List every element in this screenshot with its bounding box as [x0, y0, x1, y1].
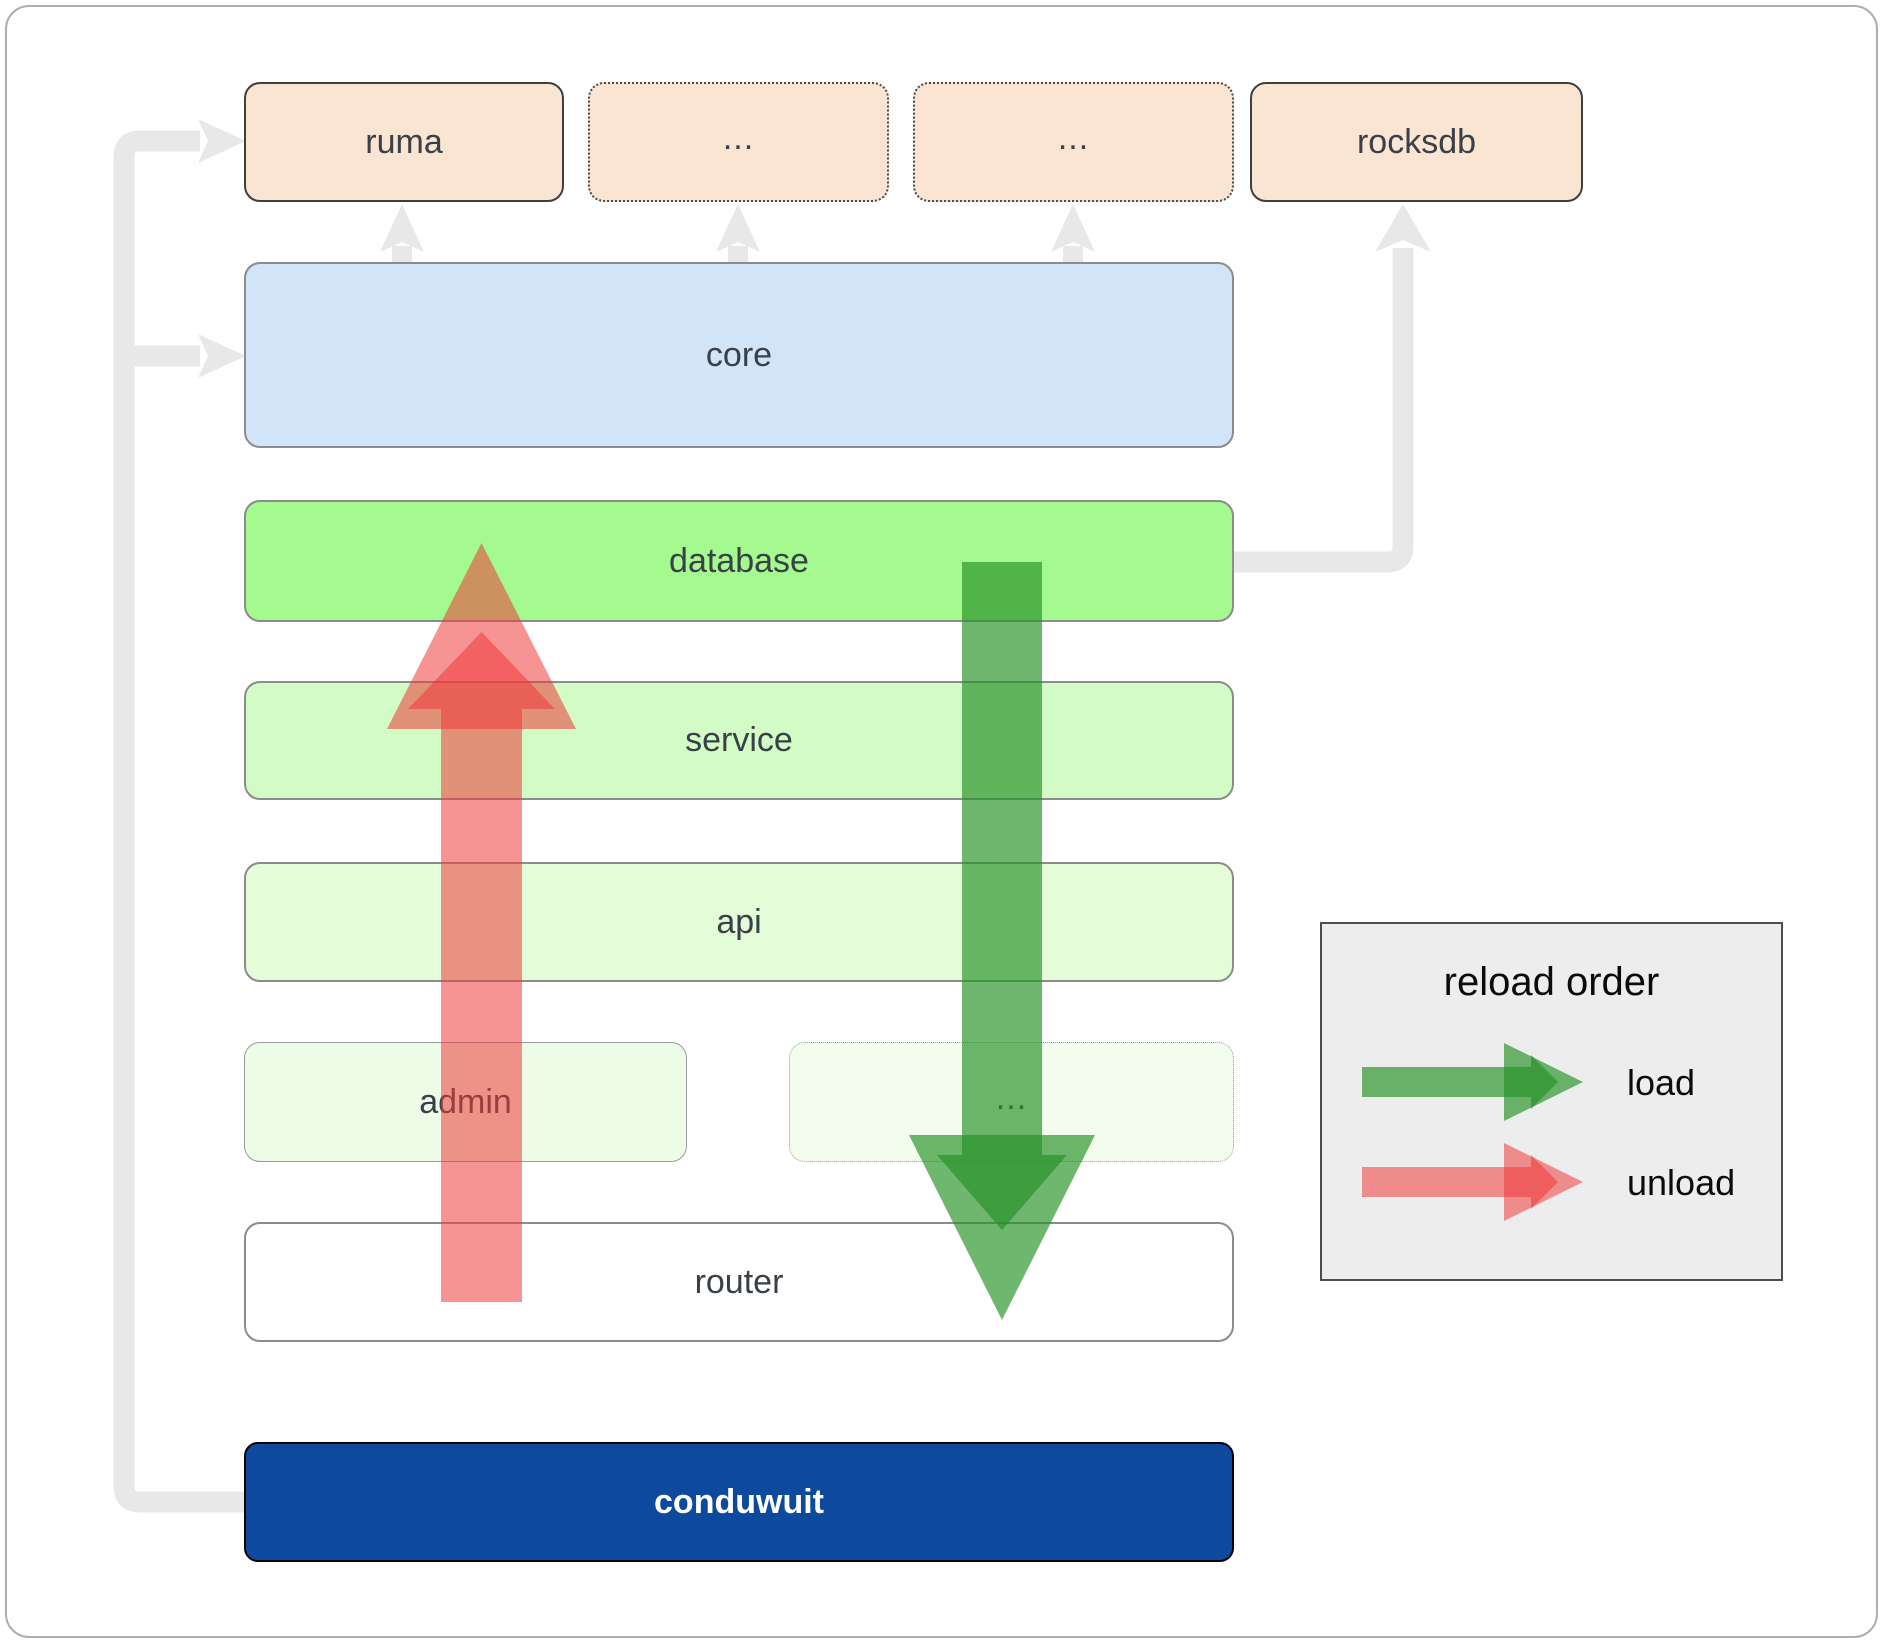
- node-core: core: [244, 262, 1234, 448]
- node-conduwuit-label: conduwuit: [654, 1482, 824, 1521]
- node-crate-ellipsis-2-label: ...: [1057, 118, 1090, 157]
- node-router: router: [244, 1222, 1234, 1342]
- node-crate-ellipsis-1: ...: [588, 82, 889, 202]
- node-crate-ellipsis-1-label: ...: [722, 118, 755, 157]
- node-service: service: [244, 681, 1234, 800]
- outer-frame: [5, 5, 1878, 1638]
- node-service-ellipsis: ...: [789, 1042, 1234, 1162]
- node-conduwuit: conduwuit: [244, 1442, 1234, 1562]
- node-router-label: router: [694, 1262, 784, 1301]
- node-api: api: [244, 862, 1234, 982]
- node-crate-ellipsis-2: ...: [913, 82, 1234, 202]
- node-database: database: [244, 500, 1234, 622]
- node-database-label: database: [669, 541, 809, 580]
- node-api-label: api: [716, 902, 762, 941]
- legend-unload-label: unload: [1627, 1162, 1736, 1203]
- node-service-label: service: [685, 721, 793, 759]
- legend-load-label: load: [1627, 1062, 1696, 1103]
- node-ruma-label: ruma: [365, 122, 443, 161]
- node-ruma: ruma: [244, 82, 564, 202]
- legend-title: reload order: [1443, 960, 1660, 1004]
- legend-box: reload order load unload: [1320, 922, 1783, 1281]
- node-service-ellipsis-label: ...: [995, 1078, 1028, 1117]
- node-rocksdb: rocksdb: [1250, 82, 1583, 202]
- node-rocksdb-label: rocksdb: [1356, 122, 1477, 161]
- node-admin: admin: [244, 1042, 687, 1162]
- node-core-label: core: [705, 335, 773, 374]
- node-admin-label: admin: [419, 1082, 512, 1121]
